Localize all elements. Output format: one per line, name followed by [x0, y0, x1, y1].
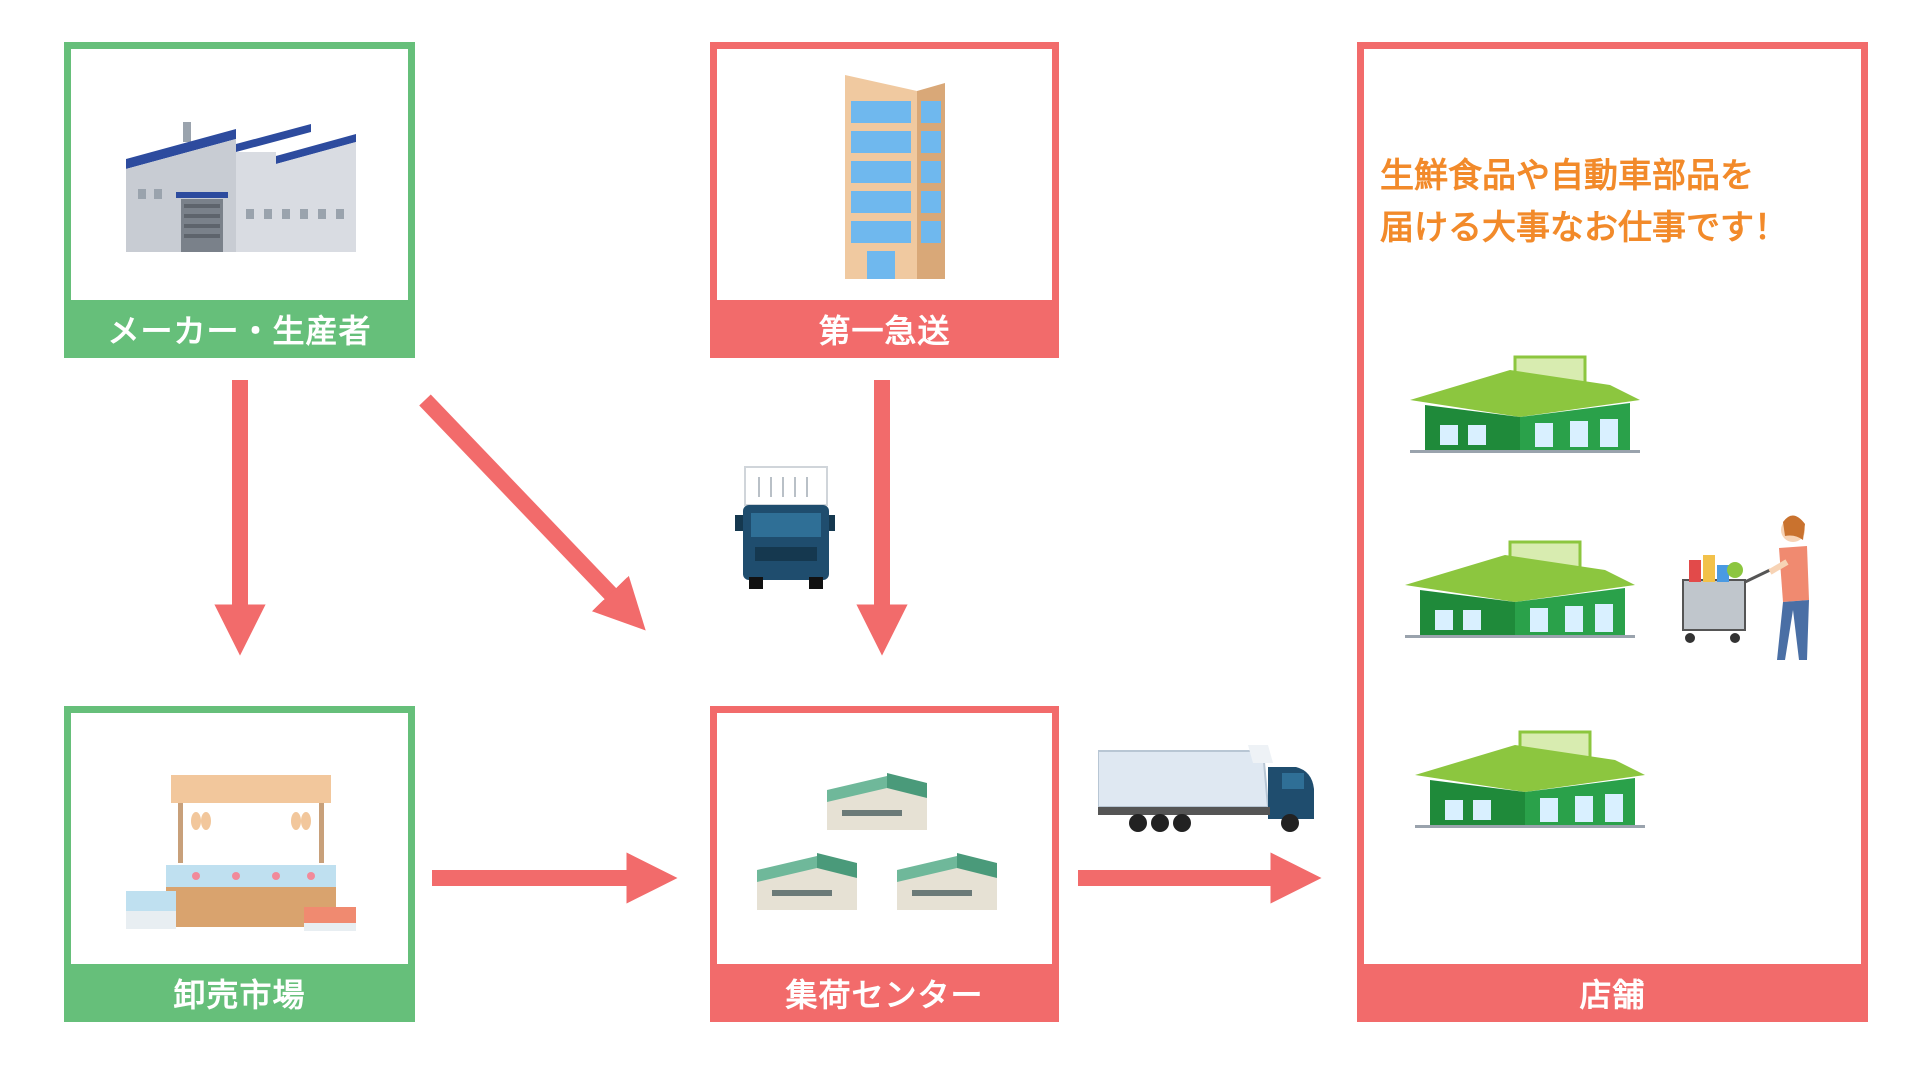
factory-icon — [126, 122, 356, 252]
shopper-with-cart-icon — [1682, 515, 1809, 660]
supermarket-icon — [1405, 540, 1635, 638]
store-message-line1: 生鮮食品や自動車部品を — [1380, 156, 1754, 196]
dispatch-label: 第一急送 — [710, 300, 1059, 358]
arrow-maker-to-center — [419, 394, 646, 631]
supermarket-icon — [1410, 355, 1640, 453]
node-center: 集荷センター — [710, 706, 1059, 1022]
node-dispatch: 第一急送 — [710, 42, 1059, 358]
node-maker: メーカー・生産者 — [64, 42, 415, 358]
supermarket-icon — [1415, 730, 1645, 828]
trailer-truck-icon — [1098, 745, 1314, 832]
store-label: 店舗 — [1357, 964, 1868, 1022]
center-label: 集荷センター — [710, 964, 1059, 1022]
truck-front-icon — [735, 466, 835, 589]
market-stall-icon — [126, 775, 356, 931]
warehouse-group-icon — [757, 773, 997, 910]
market-label: 卸売市場 — [64, 964, 415, 1022]
maker-label: メーカー・生産者 — [64, 300, 415, 358]
node-market: 卸売市場 — [64, 706, 415, 1022]
office-building-icon — [845, 75, 945, 279]
store-message-line2: 届ける大事なお仕事です！ — [1380, 208, 1788, 248]
store-message: 生鮮食品や自動車部品を 届ける大事なお仕事です！ — [1380, 150, 1880, 254]
